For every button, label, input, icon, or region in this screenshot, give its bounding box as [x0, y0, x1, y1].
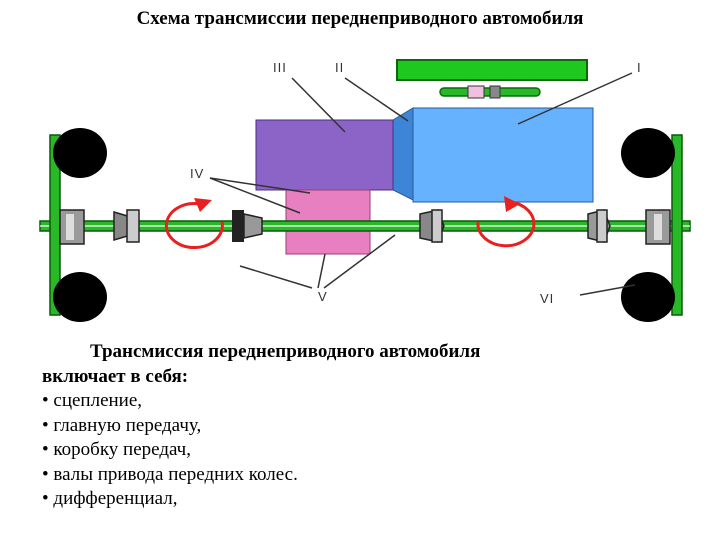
- list-item: • сцепление,: [42, 390, 143, 411]
- description-block: Трансмиссия переднеприводного автомобиля…: [42, 340, 702, 512]
- intro-text: Трансмиссия переднеприводного автомобиля…: [42, 340, 702, 389]
- top-green-bar: [396, 59, 588, 81]
- intro-line-2: включает в себя:: [42, 365, 189, 387]
- label-II: II: [335, 60, 344, 75]
- label-III: III: [273, 60, 287, 75]
- left-wheel: [49, 128, 107, 322]
- cv-joint-right-inner: [419, 209, 445, 243]
- label-IV: IV: [190, 166, 204, 181]
- diagram-title: Схема трансмиссии переднеприводного авто…: [136, 8, 584, 29]
- label-VI: VI: [540, 291, 554, 306]
- intro-line-1: Трансмиссия переднеприводного автомобиля: [90, 341, 481, 362]
- camshaft-icon: [439, 85, 541, 99]
- cv-joint-right-outer: [587, 209, 611, 243]
- list-item: • коробку передач,: [42, 439, 191, 460]
- label-V: V: [318, 289, 328, 304]
- list-item: • валы привода передних колес.: [42, 463, 298, 485]
- cv-joint-left-inner: [232, 210, 263, 242]
- leader-lines: [209, 72, 636, 296]
- list-item: • главную передачу,: [42, 414, 202, 436]
- engine-block: [412, 107, 594, 203]
- engine-side: [392, 107, 414, 201]
- cv-joint-left-outer: [113, 209, 140, 243]
- transmission-diagram: III II I IV V VI: [39, 59, 691, 322]
- rotation-arrow-left: [164, 198, 224, 250]
- list-item: • дифференциал,: [42, 488, 178, 509]
- rotation-arrow-right: [476, 196, 536, 248]
- gearbox-block: [255, 119, 394, 191]
- label-I: I: [637, 60, 642, 75]
- axle-center-line: [40, 225, 690, 227]
